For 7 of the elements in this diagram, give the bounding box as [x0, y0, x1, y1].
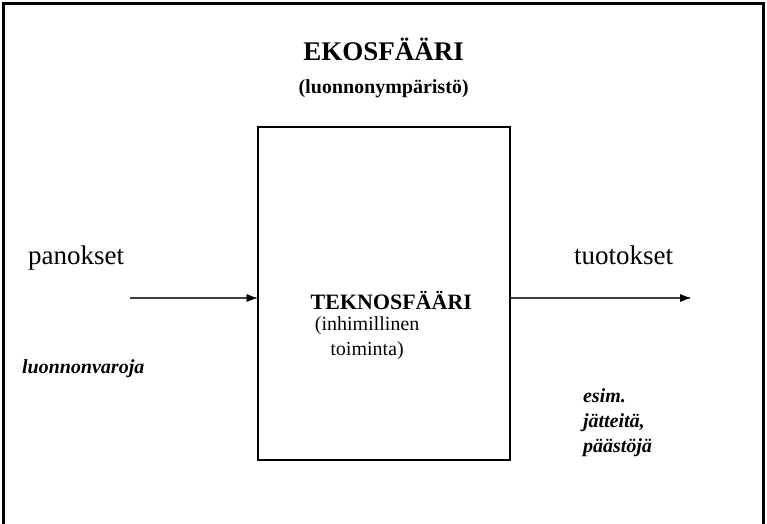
arrow — [130, 294, 256, 302]
note-text: luonnonvaroja — [22, 355, 146, 380]
title-text: EKOSFÄÄRI — [302, 35, 465, 68]
note-text: esim. jätteitä, päästöjä — [583, 384, 678, 459]
arrow — [510, 294, 690, 302]
subtitle-text: (luonnonympäristö) — [297, 75, 470, 100]
region-box — [256, 126, 510, 461]
